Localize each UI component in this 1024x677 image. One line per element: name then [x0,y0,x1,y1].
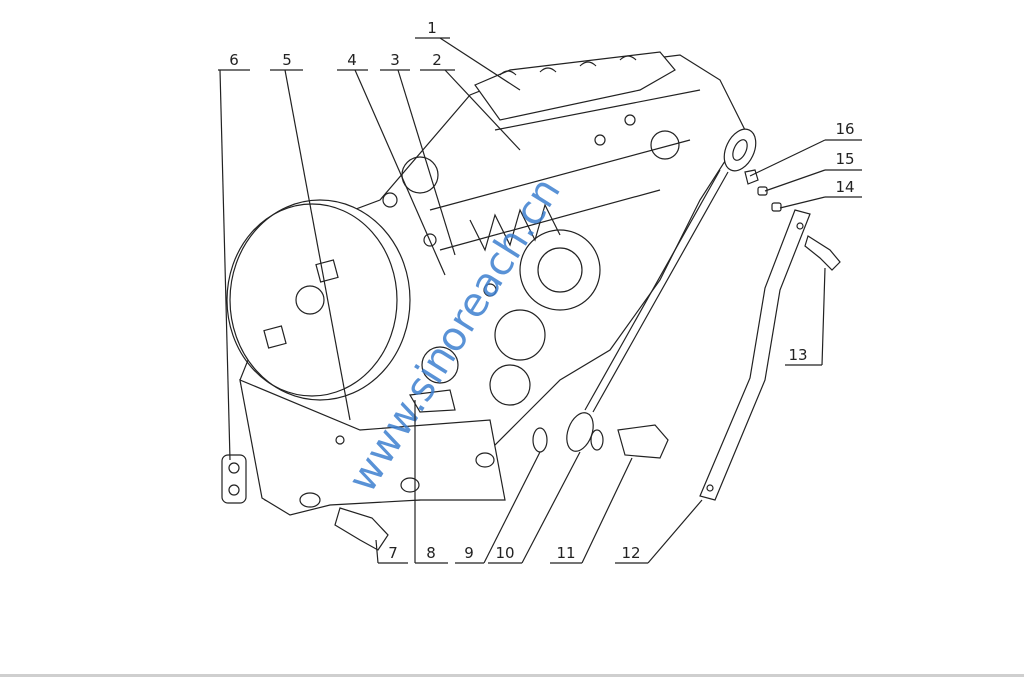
callout-4: 4 [347,51,357,69]
callout-1: 1 [427,19,437,37]
callout-13: 13 [788,346,807,364]
loose-parts [334,128,841,551]
callout-5: 5 [282,51,292,69]
callout-8: 8 [426,544,436,562]
pump-body [221,51,746,516]
callout-9: 9 [464,544,474,562]
callout-16: 16 [835,120,854,138]
callout-14: 14 [835,178,854,196]
callout-6: 6 [229,51,239,69]
callout-labels: 1 2 3 4 5 6 7 8 9 10 11 12 13 14 15 16 [229,19,854,562]
callout-12: 12 [621,544,640,562]
callout-3: 3 [390,51,400,69]
callout-10: 10 [495,544,514,562]
bottom-divider [0,674,1024,677]
callout-15: 15 [835,150,854,168]
callout-7: 7 [388,544,398,562]
callout-2: 2 [432,51,442,69]
callout-11: 11 [556,544,575,562]
callouts [218,37,862,564]
